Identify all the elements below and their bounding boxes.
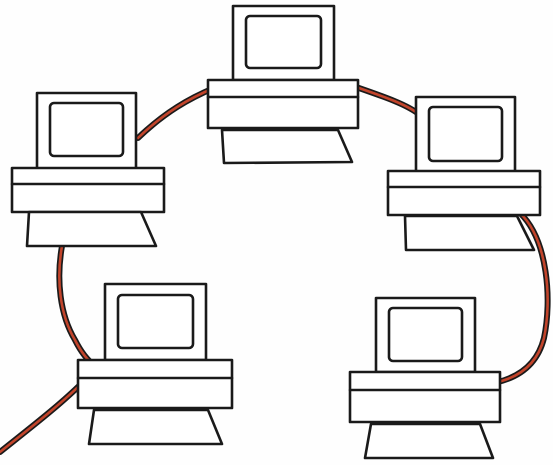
computer-lower-right [350, 298, 500, 458]
computer-upper-left [12, 93, 164, 246]
keyboard [27, 212, 156, 246]
monitor-screen [118, 295, 193, 348]
cable-lower-left-off-page [0, 383, 82, 452]
system-unit [388, 171, 540, 215]
system-unit [208, 80, 358, 128]
cable-top-to-upper-right [356, 87, 420, 115]
system-unit [350, 372, 500, 422]
computer-lower-left [78, 284, 232, 444]
keyboard [89, 410, 222, 444]
monitor-screen [389, 308, 462, 361]
monitor-screen [246, 16, 321, 68]
computer-upper-right [388, 97, 540, 250]
keyboard [222, 130, 352, 163]
computer-top [208, 6, 358, 163]
cable-upper-left-to-top [138, 88, 214, 138]
cable-upper-left-to-lower-left [59, 246, 95, 366]
keyboard [365, 424, 493, 458]
monitor-screen [50, 103, 123, 156]
monitor-screen [429, 107, 502, 161]
keyboard [405, 216, 534, 250]
system-unit [12, 168, 164, 212]
system-unit [78, 360, 232, 408]
